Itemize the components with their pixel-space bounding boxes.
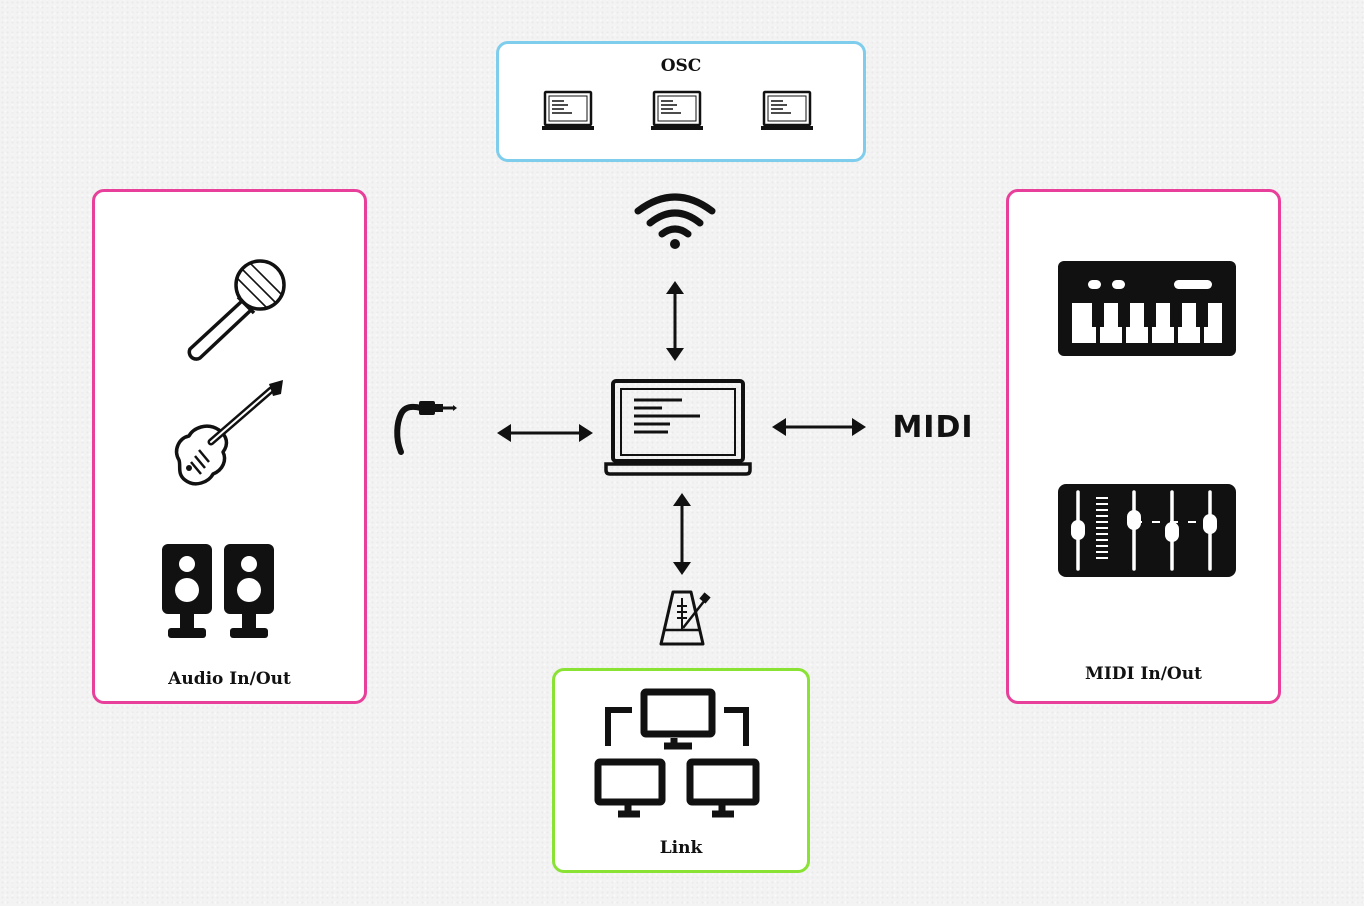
laptop-icon bbox=[761, 90, 813, 130]
wifi-icon bbox=[634, 193, 716, 249]
laptop-icon bbox=[542, 90, 594, 130]
link-box: Link bbox=[552, 668, 810, 873]
electric-guitar-icon bbox=[174, 380, 283, 486]
keyboard-icon bbox=[1058, 261, 1236, 356]
metronome-icon bbox=[659, 590, 711, 646]
audio-in-out-label: Audio In/Out bbox=[168, 669, 291, 689]
microphone-icon bbox=[187, 259, 286, 361]
center-laptop-icon bbox=[604, 379, 752, 476]
speakers-icon bbox=[162, 544, 274, 638]
osc-box: OSC bbox=[496, 41, 866, 162]
osc-label: OSC bbox=[660, 56, 702, 76]
midi-in-out-box: MIDI In/Out bbox=[1006, 189, 1281, 704]
mixer-faders-icon bbox=[1058, 484, 1236, 577]
audio-in-out-box: Audio In/Out bbox=[92, 189, 367, 704]
double-arrow-osc bbox=[666, 281, 684, 361]
link-label: Link bbox=[659, 838, 703, 858]
laptop-icon bbox=[651, 90, 703, 130]
audio-cable-icon bbox=[394, 401, 457, 455]
midi-in-out-label: MIDI In/Out bbox=[1085, 664, 1202, 684]
double-arrow-link bbox=[673, 493, 691, 575]
double-arrow-audio bbox=[497, 424, 593, 442]
midi-logo-text: MIDI bbox=[892, 410, 973, 445]
networked-computers-icon bbox=[594, 688, 760, 818]
double-arrow-midi bbox=[772, 418, 866, 436]
midi-logo-icon: MIDI bbox=[892, 410, 972, 445]
